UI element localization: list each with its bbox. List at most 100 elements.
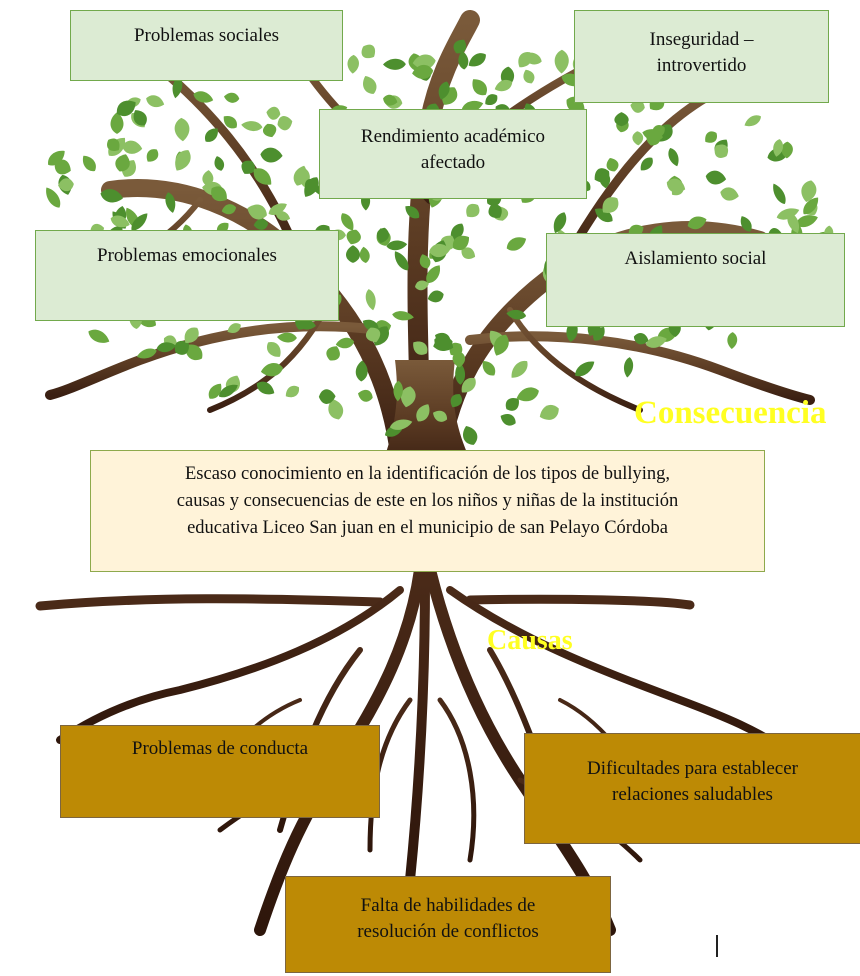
- leaf: [361, 44, 376, 59]
- leaf: [518, 52, 532, 68]
- leaf: [346, 229, 361, 245]
- leaf: [347, 54, 359, 74]
- leaf: [184, 327, 199, 343]
- leaf: [365, 289, 376, 311]
- leaf: [247, 204, 267, 220]
- leaf: [88, 329, 110, 343]
- leaf: [452, 235, 470, 251]
- causes-heading: Causas: [487, 625, 573, 656]
- leaf: [773, 183, 786, 205]
- leaf: [416, 404, 430, 422]
- leaf: [241, 160, 256, 174]
- consequence-box-problemas-emocionales: Problemas emocionales: [35, 230, 339, 321]
- leaf: [506, 237, 527, 251]
- leaf: [602, 197, 619, 213]
- leaf: [218, 384, 238, 398]
- leaf: [146, 95, 165, 108]
- leaf: [466, 203, 480, 218]
- leaf: [413, 341, 428, 355]
- leaf: [204, 128, 218, 142]
- leaf: [389, 419, 413, 430]
- leaf: [260, 363, 284, 377]
- leaf: [500, 414, 516, 426]
- leaf: [539, 404, 559, 420]
- leaf: [633, 332, 649, 345]
- leaf: [260, 147, 283, 163]
- leaf: [346, 245, 360, 263]
- leaf: [553, 212, 567, 234]
- leaf: [506, 309, 527, 320]
- leaf: [666, 178, 686, 193]
- leaf: [136, 348, 157, 359]
- leaf: [630, 100, 645, 113]
- leaf: [131, 213, 148, 231]
- leaf: [642, 129, 663, 142]
- leaf: [358, 389, 373, 402]
- leaf: [266, 341, 281, 357]
- leaf: [803, 197, 819, 215]
- leaf: [208, 383, 222, 399]
- leaf: [727, 332, 738, 349]
- leaf: [304, 179, 319, 193]
- leaf: [400, 386, 416, 408]
- leaf: [640, 157, 653, 171]
- leaf: [202, 170, 214, 186]
- leaf: [426, 265, 441, 283]
- leaf: [482, 361, 496, 376]
- leaf: [485, 94, 498, 106]
- leaf: [468, 53, 486, 67]
- central-problem-box: Escaso conocimiento en la identificación…: [90, 450, 765, 572]
- leaf: [386, 240, 408, 251]
- leaf: [744, 115, 761, 127]
- leaf: [277, 332, 297, 343]
- leaf: [392, 311, 414, 321]
- leaf: [110, 112, 124, 134]
- leaf: [376, 227, 389, 243]
- leaf: [341, 213, 354, 231]
- leaf: [165, 192, 176, 213]
- cause-box-dificultades-relaciones: Dificultades para establecer relaciones …: [524, 733, 860, 844]
- leaf: [668, 147, 679, 167]
- leaf: [705, 170, 727, 185]
- leaf: [241, 121, 263, 132]
- leaf: [645, 336, 667, 348]
- leaf: [429, 243, 451, 258]
- leaf: [705, 131, 717, 143]
- leaf: [266, 106, 281, 120]
- leaf: [363, 76, 377, 94]
- leaf: [554, 49, 569, 74]
- leaf: [505, 398, 519, 411]
- leaf: [115, 154, 130, 172]
- leaf: [285, 385, 300, 398]
- leaf: [419, 254, 431, 269]
- leaf: [223, 115, 237, 129]
- leaf: [461, 247, 476, 259]
- leaf: [54, 159, 71, 175]
- leaf: [494, 79, 513, 92]
- leaf: [575, 361, 595, 377]
- leaf: [427, 290, 444, 303]
- leaf: [365, 327, 381, 343]
- leaf: [405, 206, 420, 219]
- leaf: [493, 334, 509, 356]
- leaf: [623, 357, 634, 378]
- cause-box-problemas-conducta: Problemas de conducta: [60, 725, 380, 818]
- leaf: [463, 426, 478, 445]
- leaf: [720, 187, 739, 201]
- leaf: [107, 138, 120, 151]
- leaf: [116, 100, 136, 117]
- leaf: [100, 189, 123, 203]
- ground-lines: [35, 594, 695, 611]
- leaf: [82, 155, 96, 172]
- leaf: [511, 360, 528, 378]
- leaf: [412, 64, 434, 79]
- leaf: [458, 51, 469, 70]
- leaf: [275, 211, 291, 221]
- leaf: [383, 94, 398, 106]
- leaf: [214, 156, 225, 171]
- consequence-box-problemas-sociales: Problemas sociales: [70, 10, 343, 81]
- leaf: [156, 342, 176, 353]
- leaf: [472, 79, 487, 96]
- leaf: [335, 337, 355, 349]
- leaf: [185, 344, 203, 361]
